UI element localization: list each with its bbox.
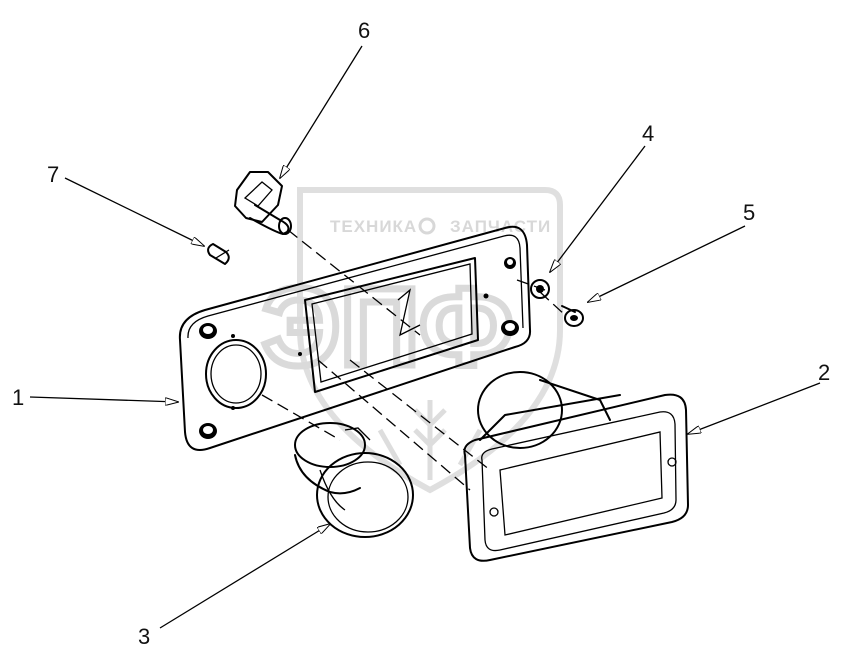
assembly-guide-lines xyxy=(261,229,566,491)
part-5-screw xyxy=(561,305,584,327)
watermark-brand-right: ЗАПЧАСТИ xyxy=(450,217,551,236)
callout-7: 7 xyxy=(47,162,204,246)
callout-3-label: 3 xyxy=(138,624,150,649)
part-3-round-lamp xyxy=(294,422,414,538)
part-6-bulb xyxy=(234,171,292,235)
callout-1: 1 xyxy=(12,385,178,410)
plate-bolt-bottom-right xyxy=(501,320,519,336)
part-7-plug xyxy=(207,243,230,265)
callout-5-label: 5 xyxy=(743,200,755,225)
watermark-wheat-icon xyxy=(377,400,483,480)
callout-1-label: 1 xyxy=(12,385,24,410)
watermark-logo: ТЕХНИКА ЗАПЧАСТИ ЭПФ xyxy=(259,187,563,494)
callout-4: 4 xyxy=(550,121,654,272)
callout-6-label: 6 xyxy=(358,18,370,43)
watermark-brand-left: ТЕХНИКА xyxy=(330,217,417,236)
watermark-gear-icon xyxy=(418,217,436,235)
callout-7-label: 7 xyxy=(47,162,59,187)
part-2-rect-headlamp xyxy=(463,371,689,562)
plate-bolt-top-left xyxy=(199,323,217,339)
callout-6: 6 xyxy=(280,18,370,178)
part-1-mounting-plate xyxy=(178,225,532,451)
callout-2-label: 2 xyxy=(818,360,830,385)
plate-bolt-top-right xyxy=(504,257,516,269)
callout-5: 5 xyxy=(588,200,755,302)
plate-bolt-bottom-left xyxy=(199,423,217,439)
callout-2: 2 xyxy=(688,360,830,434)
callout-3: 3 xyxy=(138,524,330,649)
callout-4-label: 4 xyxy=(642,121,654,146)
part-4-washer xyxy=(530,279,550,299)
